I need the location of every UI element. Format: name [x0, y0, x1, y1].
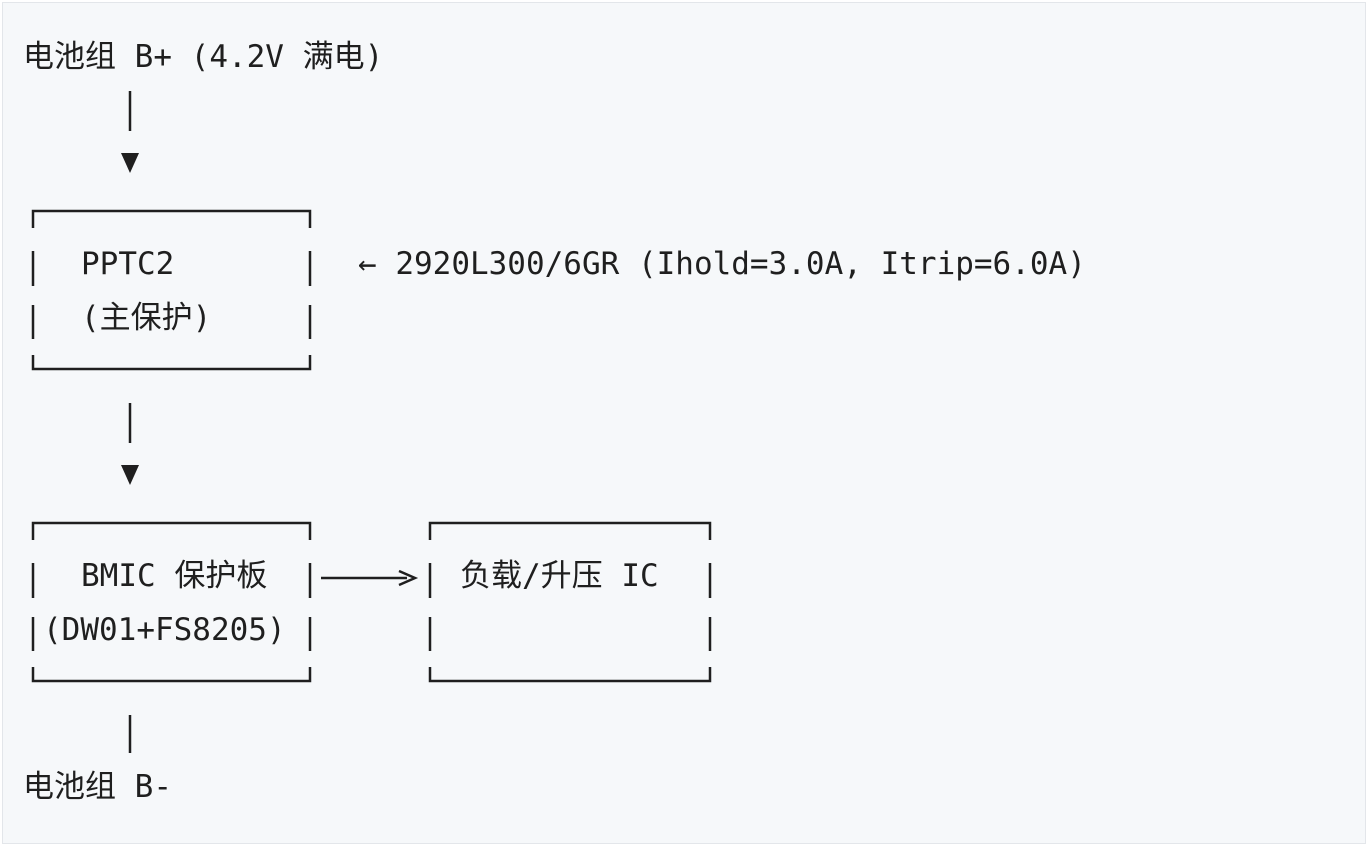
pptc-box-frame: [31, 209, 312, 371]
pptc-label-line2: (主保护): [81, 300, 212, 336]
load-label: 负载/升压 IC: [460, 558, 659, 594]
pptc-label-line1: PPTC2: [81, 246, 175, 282]
battery-negative-label: 电池组 B-: [23, 769, 172, 805]
connector-layer: [31, 91, 712, 753]
load-box-frame: [428, 521, 712, 683]
battery-positive-label: 电池组 B+ (4.2V 满电): [23, 39, 384, 75]
pptc-part-note: ← 2920L300/6GR (Ihold=3.0A, Itrip=6.0A): [358, 246, 1086, 282]
bmic-label-line1: BMIC 保护板: [81, 558, 268, 594]
bmic-box-frame: [31, 521, 312, 683]
arrow-into-pptc: [121, 153, 139, 173]
bmic-label-line2: (DW01+FS8205): [43, 612, 286, 648]
arrow-into-bmic: [121, 465, 139, 485]
arrow-into-load: [398, 569, 419, 587]
